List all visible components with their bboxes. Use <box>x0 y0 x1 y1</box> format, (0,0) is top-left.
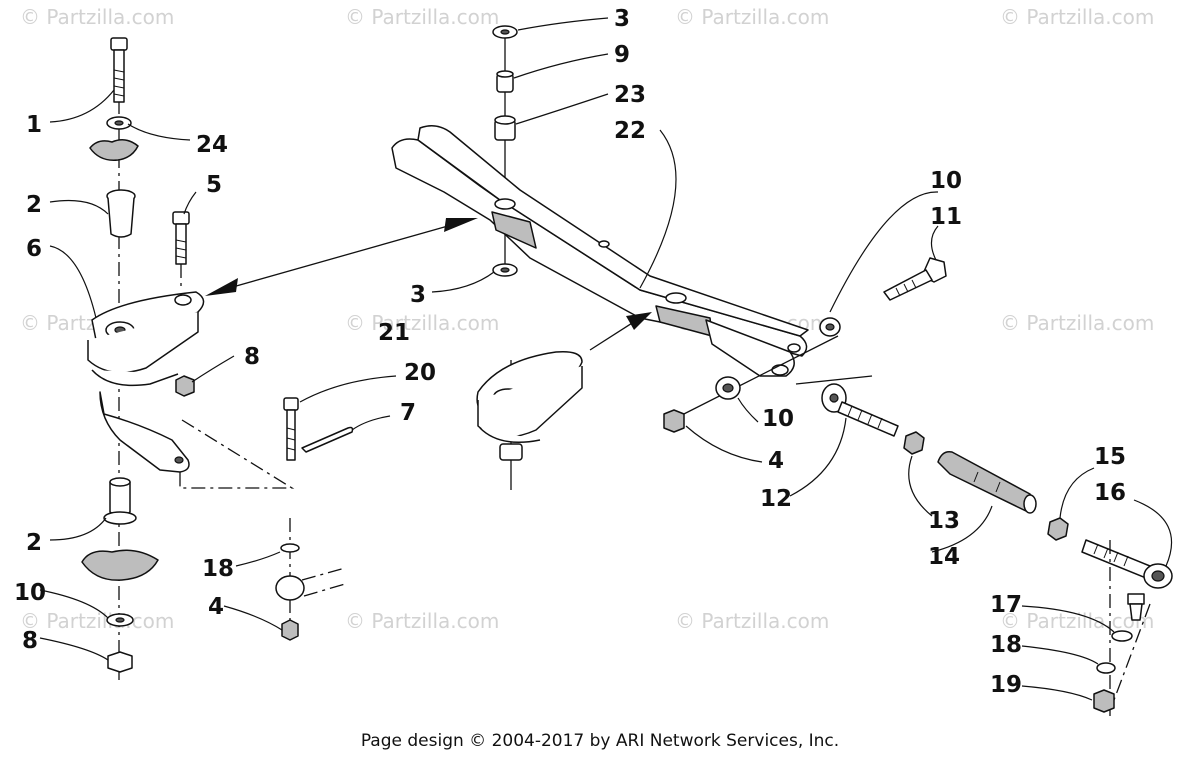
callout-label: 12 <box>760 486 792 512</box>
rod-end-16 <box>1081 539 1173 589</box>
watermark-text: © Partzilla.com <box>1000 311 1154 335</box>
bushing-2-top <box>106 189 136 238</box>
bolt-5 <box>172 211 190 290</box>
watermark-text: © Partzilla.com <box>1000 609 1154 633</box>
sleeve-14 <box>937 450 1037 514</box>
steering-bar-22 <box>391 25 809 377</box>
callout-label: 21 <box>378 320 410 346</box>
callout-label: 18 <box>202 556 234 582</box>
callout-label: 2 <box>26 192 42 218</box>
tie-rod-assembly <box>663 257 1173 720</box>
callout-label: 4 <box>208 594 224 620</box>
callout-label: 23 <box>614 82 646 108</box>
callout-label: 17 <box>990 592 1022 618</box>
watermark-text: © Partzilla.com <box>345 5 499 29</box>
leader-lines <box>39 17 1173 701</box>
callout-label: 6 <box>26 236 42 262</box>
callout-label: 8 <box>22 628 38 654</box>
callouts: 1 24 2 5 6 8 2 10 8 18 4 20 7 3 9 23 22 … <box>14 6 1126 698</box>
callout-label: 13 <box>928 508 960 534</box>
callout-label: 14 <box>928 544 960 570</box>
bolt-20 <box>283 397 299 461</box>
watermark-text: © Partzilla.com <box>20 5 174 29</box>
callout-label: 5 <box>206 172 222 198</box>
callout-label: 8 <box>244 344 260 370</box>
pivot-arm-6 <box>87 291 205 473</box>
watermark-text: © Partzilla.com <box>345 609 499 633</box>
watermark-text: © Partzilla.com <box>1000 5 1154 29</box>
footer-copyright: Page design © 2004-2017 by ARI Network S… <box>360 731 840 751</box>
callout-label: 19 <box>990 672 1022 698</box>
callout-label: 3 <box>410 282 426 308</box>
watermark-text: © Partzilla.com <box>345 311 499 335</box>
watermark-text: © Partzilla.com <box>675 609 829 633</box>
watermark-text: © Partzilla.com <box>675 5 829 29</box>
callout-label: 24 <box>196 132 228 158</box>
connection-arrow <box>205 218 478 296</box>
pivot-21 <box>476 350 583 490</box>
callout-label: 10 <box>14 580 46 606</box>
callout-label: 3 <box>614 6 630 32</box>
callout-label: 1 <box>26 112 42 138</box>
callout-label: 11 <box>930 204 962 230</box>
callout-label: 10 <box>762 406 794 432</box>
callout-label: 18 <box>990 632 1022 658</box>
rod-end-12 <box>821 383 899 437</box>
bushing-2-bottom <box>103 477 137 525</box>
callout-label: 16 <box>1094 480 1126 506</box>
callout-label: 20 <box>404 360 436 386</box>
callout-label: 2 <box>26 530 42 556</box>
left-pivot-assembly <box>81 37 354 680</box>
callout-label: 15 <box>1094 444 1126 470</box>
watermark-text: © Partzilla.com <box>20 609 174 633</box>
callout-label: 7 <box>400 400 416 426</box>
bolt-11 <box>883 257 947 301</box>
bolt-1 <box>110 37 128 103</box>
callout-label: 4 <box>768 448 784 474</box>
callout-label: 9 <box>614 42 630 68</box>
callout-label: 22 <box>614 118 646 144</box>
callout-label: 10 <box>930 168 962 194</box>
